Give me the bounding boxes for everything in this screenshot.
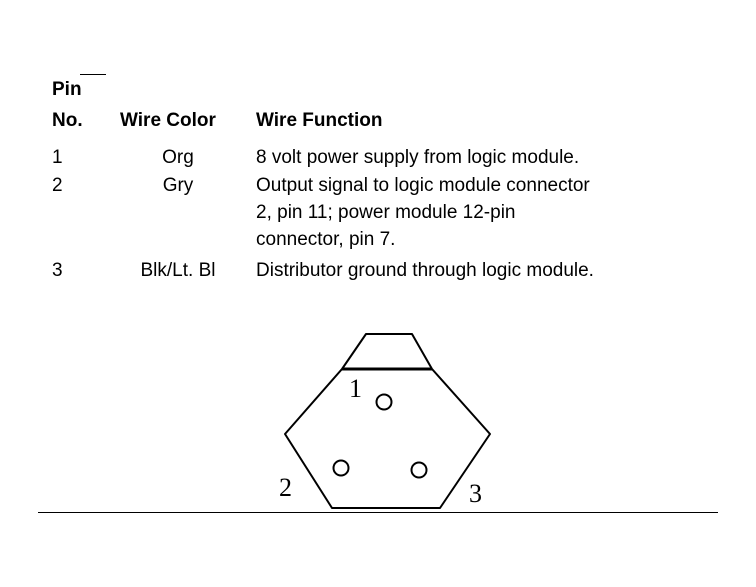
row-1-function: 8 volt power supply from logic module. — [256, 144, 726, 171]
row-3-function: Distributor ground through logic module. — [256, 257, 726, 284]
bottom-rule — [38, 512, 718, 513]
row-2-function-line: Output signal to logic module connector — [256, 175, 590, 196]
row-3-color: Blk/Lt. Bl — [140, 260, 216, 281]
header-overline — [80, 74, 106, 75]
row-1-function-line: 8 volt power supply from logic module. — [256, 147, 580, 168]
row-1-pin: 1 — [52, 147, 63, 168]
pin-label-1: 1 — [349, 374, 362, 403]
row-2-function-line: 2, pin 11; power module 12-pin — [256, 202, 516, 223]
pin-hole-1 — [375, 393, 393, 411]
pin-hole-2 — [332, 459, 350, 477]
connector-outline — [284, 333, 491, 509]
header-pin-line2: No. — [52, 110, 83, 131]
row-1-color: Org — [162, 147, 194, 168]
header-pin-line1: Pin — [52, 79, 82, 100]
row-3-function-line: Distributor ground through logic module. — [256, 260, 594, 281]
pin-label-2: 2 — [279, 473, 292, 502]
row-2-color: Gry — [162, 175, 194, 196]
row-2-function: Output signal to logic module connector … — [256, 172, 726, 253]
row-2-pin: 2 — [52, 175, 63, 196]
header-wire-function: Wire Function — [256, 110, 383, 131]
pin-hole-3 — [410, 461, 428, 479]
row-3-pin: 3 — [52, 260, 63, 281]
pin-label-3: 3 — [469, 479, 482, 508]
header-wire-color: Wire Color — [120, 110, 216, 131]
row-2-function-line: connector, pin 7. — [256, 229, 396, 250]
